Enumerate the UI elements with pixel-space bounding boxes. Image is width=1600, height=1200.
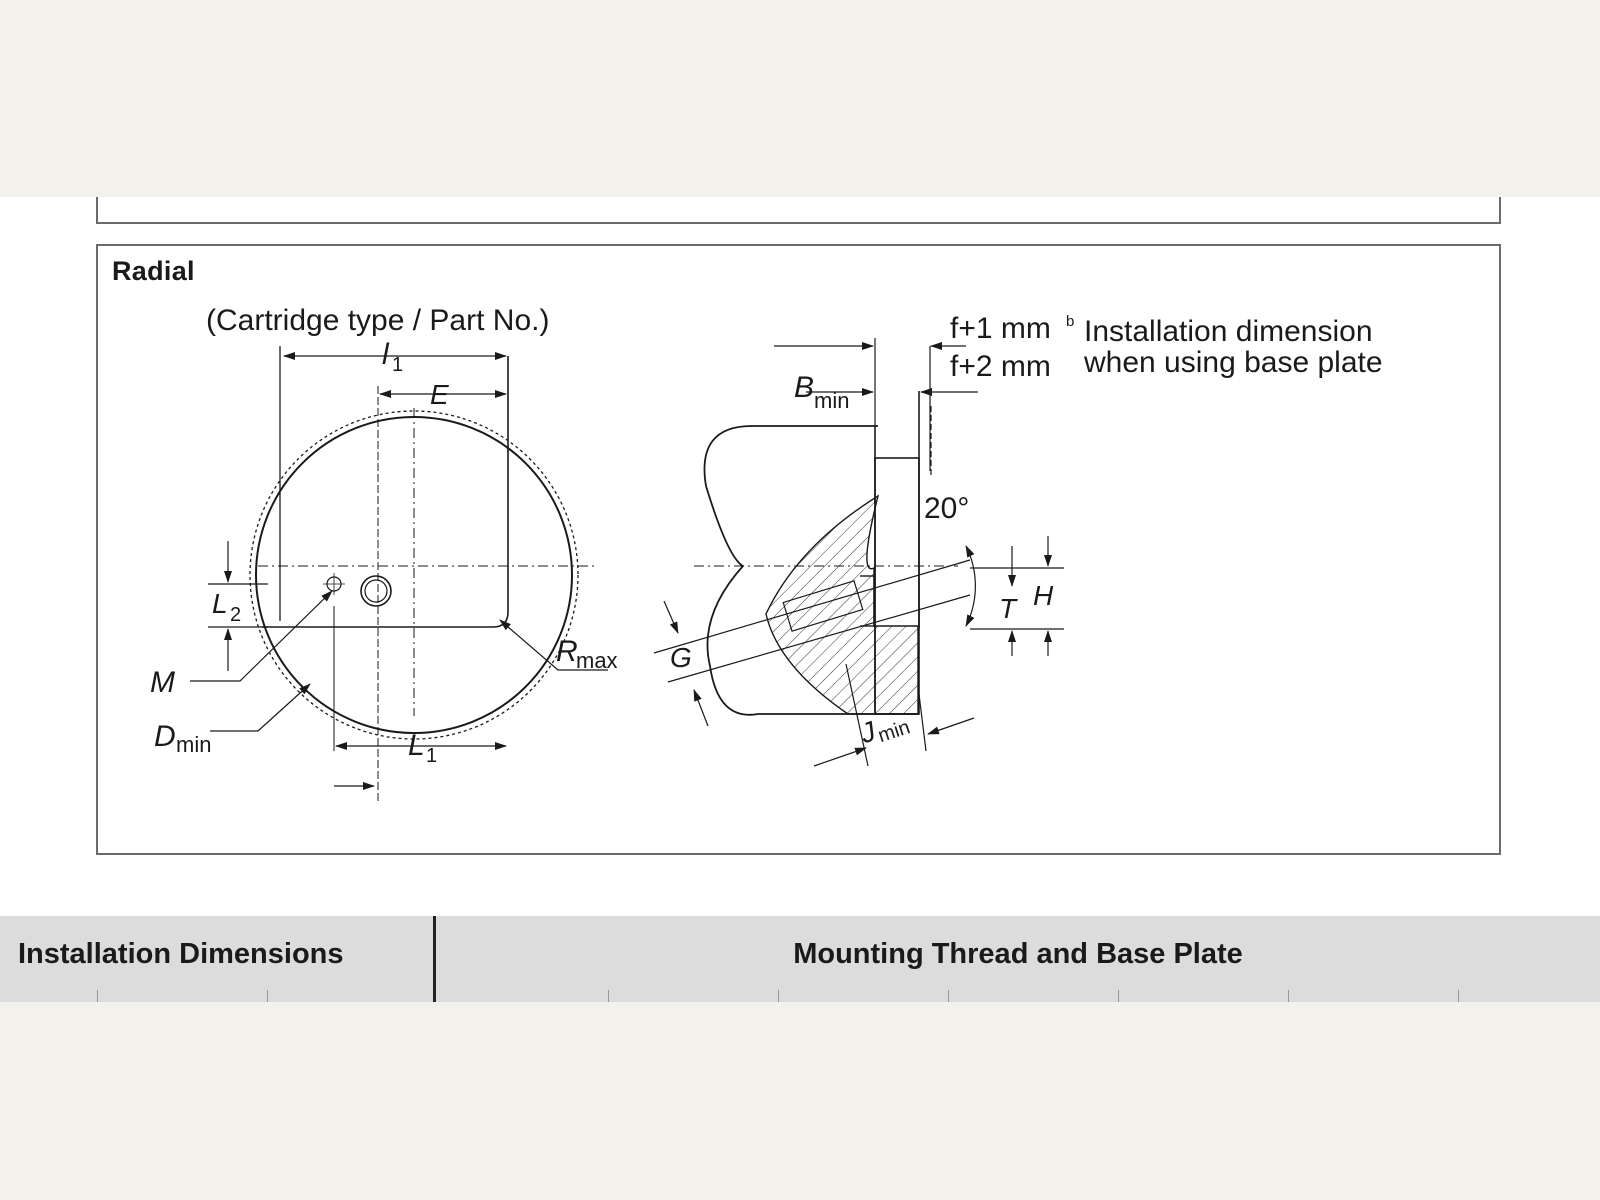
dim-label-l1: l [382, 338, 390, 371]
column-divider-tick [267, 990, 268, 1002]
figure-title: Radial [112, 256, 195, 286]
dim-label-L1: L [408, 729, 425, 762]
dim-label-h: H [1033, 580, 1054, 611]
column-divider-tick [97, 990, 98, 1002]
column-divider-tick [1288, 990, 1289, 1002]
side-section-view [653, 391, 971, 716]
diagram-caption: (Cartridge type / Part No.) [206, 304, 549, 337]
column-divider-tick [948, 990, 949, 1002]
note-line-1: Installation dimension [1084, 315, 1373, 348]
dim-label-l2: L [212, 588, 228, 619]
dim-label-f1: f+1 mm [950, 312, 1051, 345]
header-label-mounting-thread: Mounting Thread and Base Plate [793, 938, 1243, 970]
document-area: Radial (Cartridge type / Part No.) [0, 197, 1600, 917]
dim-label-dmin-sub: min [176, 732, 211, 757]
dim-label-t: T [999, 593, 1018, 624]
column-divider-tick [778, 990, 779, 1002]
column-divider-tick [608, 990, 609, 1002]
dim-label-g: G [670, 642, 692, 673]
column-divider-tick [1118, 990, 1119, 1002]
dim-label-l2-sub: 2 [230, 604, 241, 626]
radial-figure-frame: Radial (Cartridge type / Part No.) [96, 244, 1501, 855]
dim-label-bmin: B [794, 371, 814, 404]
header-cell-mounting-thread: Mounting Thread and Base Plate [436, 916, 1600, 1002]
note-line-2: when using base plate [1083, 346, 1383, 379]
table-header-row: Installation Dimensions Mounting Thread … [0, 916, 1600, 1002]
dim-label-f2: f+2 mm [950, 350, 1051, 383]
dim-label-m: M [150, 666, 175, 699]
header-cell-installation-dimensions: Installation Dimensions [0, 916, 436, 1002]
header-label-installation-dimensions: Installation Dimensions [18, 938, 344, 970]
previous-figure-frame [96, 197, 1501, 224]
dim-label-rmax-sub: max [576, 648, 618, 673]
dim-label-dmin: D [154, 720, 176, 753]
technical-drawing: (Cartridge type / Part No.) [150, 304, 1383, 801]
dim-label-rmax: R [556, 635, 578, 668]
dim-label-bmin-sub: min [814, 388, 849, 413]
dim-label-jmin-sub: min [875, 716, 912, 747]
column-divider-tick [1458, 990, 1459, 1002]
dim-label-e: E [430, 379, 449, 410]
dim-label-l1-sub: 1 [392, 354, 403, 376]
dim-label-L1-sub: 1 [426, 745, 437, 767]
angle-label: 20° [924, 492, 969, 525]
dim-label-f1-sup: b [1066, 313, 1074, 330]
